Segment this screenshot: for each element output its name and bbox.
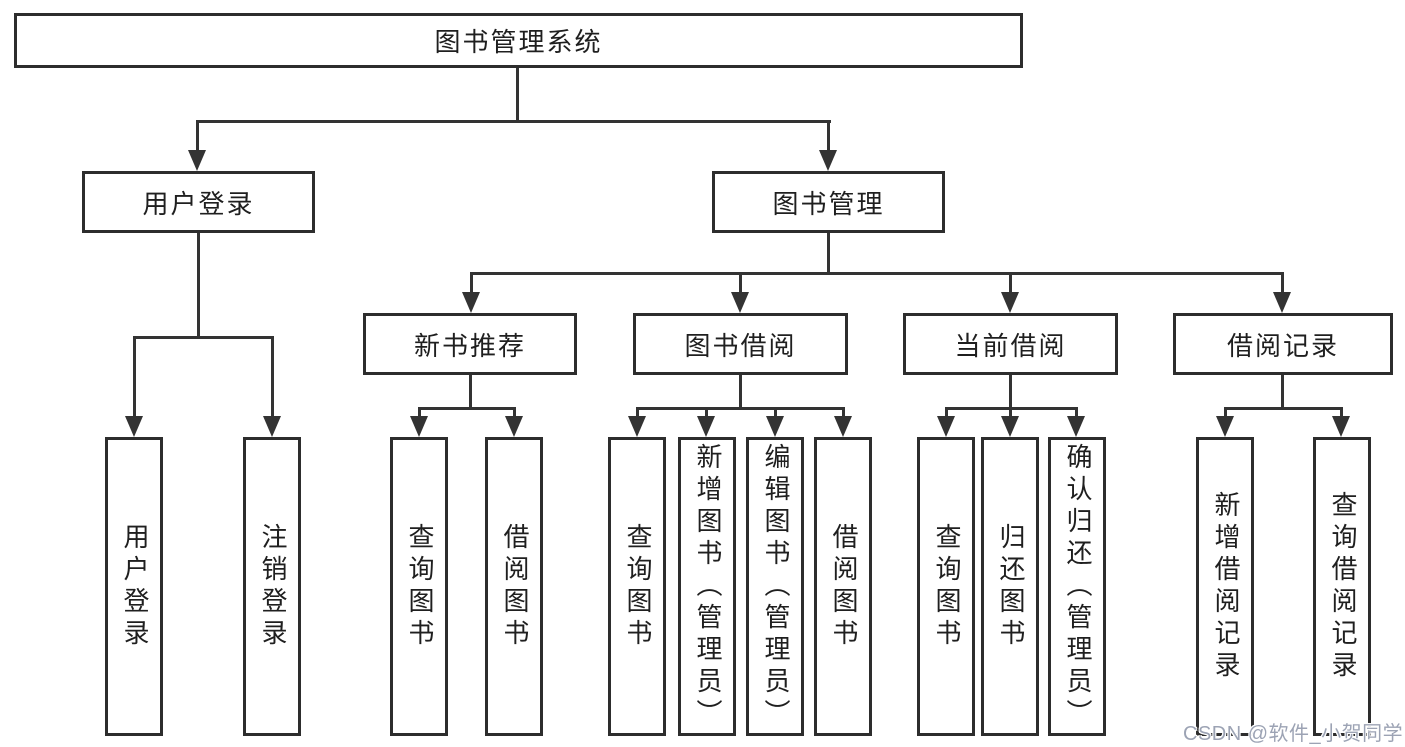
- node-root-label: 图书管理系统: [434, 27, 603, 57]
- connector-shaft-cb-return: [1009, 407, 1012, 418]
- leaf-borrow-query: 查询图书: [608, 437, 666, 736]
- connector-borrow-stem: [739, 375, 742, 407]
- arrowhead-nb-borrow-icon: [505, 416, 523, 437]
- arrowhead-cb-return-icon: [1001, 416, 1019, 437]
- leaf-records-query-label: 查询借阅记录: [1327, 490, 1358, 683]
- node-new-book-recommend: 新书推荐: [363, 313, 577, 375]
- connector-shaft-bb-edit: [774, 407, 777, 418]
- node-book-management: 图书管理: [712, 171, 945, 233]
- leaf-newbook-query: 查询图书: [390, 437, 448, 736]
- leaf-newbook-borrow-label: 借阅图书: [499, 522, 530, 651]
- connector-shaft-new-book: [470, 272, 473, 294]
- connector-shaft-user-login: [196, 120, 199, 153]
- leaf-records-add: 新增借阅记录: [1196, 437, 1254, 736]
- leaf-borrow-edit-admin: 编辑图书（管理员）: [746, 437, 804, 736]
- connector-borrow-branch: [636, 407, 844, 410]
- connector-level1-branch: [197, 120, 831, 123]
- connector-login-stem: [197, 233, 200, 336]
- csdn-watermark: CSDN @软件_小贺同学: [1183, 723, 1404, 745]
- connector-root-stem: [516, 68, 519, 120]
- arrowhead-bb-add-icon: [697, 416, 715, 437]
- connector-newbook-branch: [418, 407, 516, 410]
- arrowhead-bb-borrow-icon: [834, 416, 852, 437]
- leaf-current-confirm-admin: 确认归还（管理员）: [1048, 437, 1106, 736]
- connector-shaft-borrow-records: [1281, 272, 1284, 294]
- connector-shaft-bb-borrow: [842, 407, 845, 418]
- connector-shaft-nb-query: [418, 407, 421, 418]
- arrowhead-rec-add-icon: [1216, 416, 1234, 437]
- node-user-login-label: 用户登录: [142, 188, 255, 219]
- arrowhead-leaf-login-icon: [125, 416, 143, 437]
- leaf-records-add-label: 新增借阅记录: [1210, 490, 1241, 683]
- node-root-library-system: 图书管理系统: [14, 13, 1023, 68]
- connector-records-branch: [1224, 407, 1342, 410]
- node-book-management-label: 图书管理: [772, 188, 885, 219]
- connector-shaft-rec-add: [1224, 407, 1227, 418]
- arrowhead-cb-confirm-icon: [1067, 416, 1085, 437]
- connector-shaft-cb-confirm: [1075, 407, 1078, 418]
- leaf-logout: 注销登录: [243, 437, 301, 736]
- connector-shaft-book-mgmt: [827, 120, 830, 153]
- connector-login-branch: [133, 336, 273, 339]
- connector-newbook-stem: [469, 375, 472, 407]
- leaf-current-return: 归还图书: [981, 437, 1039, 736]
- arrowhead-book-mgmt-icon: [819, 150, 837, 171]
- connector-shaft-leaf-login: [133, 336, 136, 418]
- leaf-current-confirm-admin-label: 确认归还（管理员）: [1062, 442, 1093, 731]
- arrowhead-current-borrow-icon: [1001, 292, 1019, 313]
- node-borrowing-records: 借阅记录: [1173, 313, 1393, 375]
- leaf-current-return-label: 归还图书: [995, 522, 1026, 651]
- connector-records-stem: [1281, 375, 1284, 407]
- arrowhead-bb-edit-icon: [766, 416, 784, 437]
- arrowhead-cb-query-icon: [937, 416, 955, 437]
- connector-shaft-leaf-logout: [271, 336, 274, 418]
- node-book-borrowing: 图书借阅: [633, 313, 848, 375]
- leaf-newbook-query-label: 查询图书: [404, 522, 435, 651]
- arrowhead-book-borrow-icon: [731, 292, 749, 313]
- leaf-borrow-edit-admin-label: 编辑图书（管理员）: [760, 442, 791, 731]
- leaf-borrow-borrow-label: 借阅图书: [828, 522, 859, 651]
- connector-shaft-bb-query: [636, 407, 639, 418]
- node-borrowing-records-label: 借阅记录: [1226, 330, 1339, 361]
- arrowhead-new-book-icon: [462, 292, 480, 313]
- arrowhead-leaf-logout-icon: [263, 416, 281, 437]
- leaf-current-query-label: 查询图书: [931, 522, 962, 651]
- leaf-user-login: 用户登录: [105, 437, 163, 736]
- node-user-login: 用户登录: [82, 171, 315, 233]
- leaf-newbook-borrow: 借阅图书: [485, 437, 543, 736]
- connector-shaft-rec-query: [1340, 407, 1343, 418]
- leaf-borrow-add-admin-label: 新增图书（管理员）: [692, 442, 723, 731]
- connector-mgmt-branch: [471, 272, 1283, 275]
- leaf-borrow-query-label: 查询图书: [622, 522, 653, 651]
- connector-shaft-bb-add: [705, 407, 708, 418]
- connector-current-stem: [1009, 375, 1012, 407]
- node-current-borrowing: 当前借阅: [903, 313, 1118, 375]
- leaf-records-query: 查询借阅记录: [1313, 437, 1371, 736]
- leaf-borrow-borrow: 借阅图书: [814, 437, 872, 736]
- node-current-borrowing-label: 当前借阅: [954, 330, 1067, 361]
- arrowhead-borrow-records-icon: [1273, 292, 1291, 313]
- connector-shaft-book-borrow: [739, 272, 742, 294]
- node-book-borrowing-label: 图书借阅: [684, 330, 797, 361]
- leaf-logout-label: 注销登录: [257, 522, 288, 651]
- arrowhead-user-login-icon: [188, 150, 206, 171]
- connector-mgmt-stem: [827, 233, 830, 274]
- leaf-borrow-add-admin: 新增图书（管理员）: [678, 437, 736, 736]
- leaf-current-query: 查询图书: [917, 437, 975, 736]
- connector-shaft-nb-borrow: [513, 407, 516, 418]
- arrowhead-nb-query-icon: [410, 416, 428, 437]
- connector-shaft-current-borrow: [1009, 272, 1012, 294]
- leaf-user-login-label: 用户登录: [119, 522, 150, 651]
- connector-shaft-cb-query: [945, 407, 948, 418]
- arrowhead-bb-query-icon: [628, 416, 646, 437]
- arrowhead-rec-query-icon: [1332, 416, 1350, 437]
- node-new-book-recommend-label: 新书推荐: [413, 330, 526, 361]
